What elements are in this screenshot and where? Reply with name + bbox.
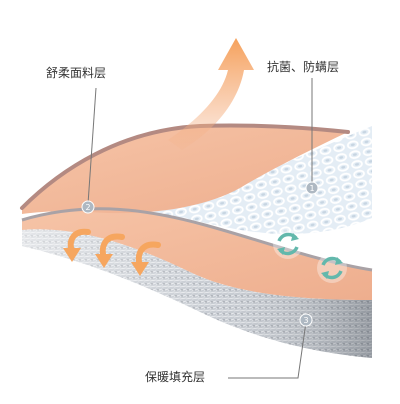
curl-arrow-2-head	[95, 254, 113, 268]
fabric-band	[22, 208, 372, 300]
curl-arrow-1-head	[63, 248, 81, 262]
marker-2-number: 2	[85, 203, 90, 212]
curl-arrow-3-head	[131, 262, 149, 276]
label-filling-layer: 保暖填充层	[145, 370, 206, 384]
soft-fabric-sheet	[22, 125, 348, 214]
recycle-icon	[273, 229, 303, 259]
label-antibacterial-layer: 抗菌、防螨层	[267, 60, 340, 74]
leader-line-soft-layer	[87, 87, 97, 205]
recycle-icon	[317, 253, 347, 283]
marker-3-number: 3	[303, 316, 308, 325]
marker-2: 2	[81, 200, 95, 214]
filling-layer-shade	[22, 229, 372, 358]
label-soft-fabric-layer: 舒柔面料层	[46, 66, 107, 80]
leader-line-filling-layer	[228, 321, 307, 379]
upward-arrow	[168, 38, 254, 150]
marker-1-number: 1	[309, 184, 314, 193]
marker-3: 3	[299, 313, 313, 327]
marker-1: 1	[305, 181, 319, 195]
